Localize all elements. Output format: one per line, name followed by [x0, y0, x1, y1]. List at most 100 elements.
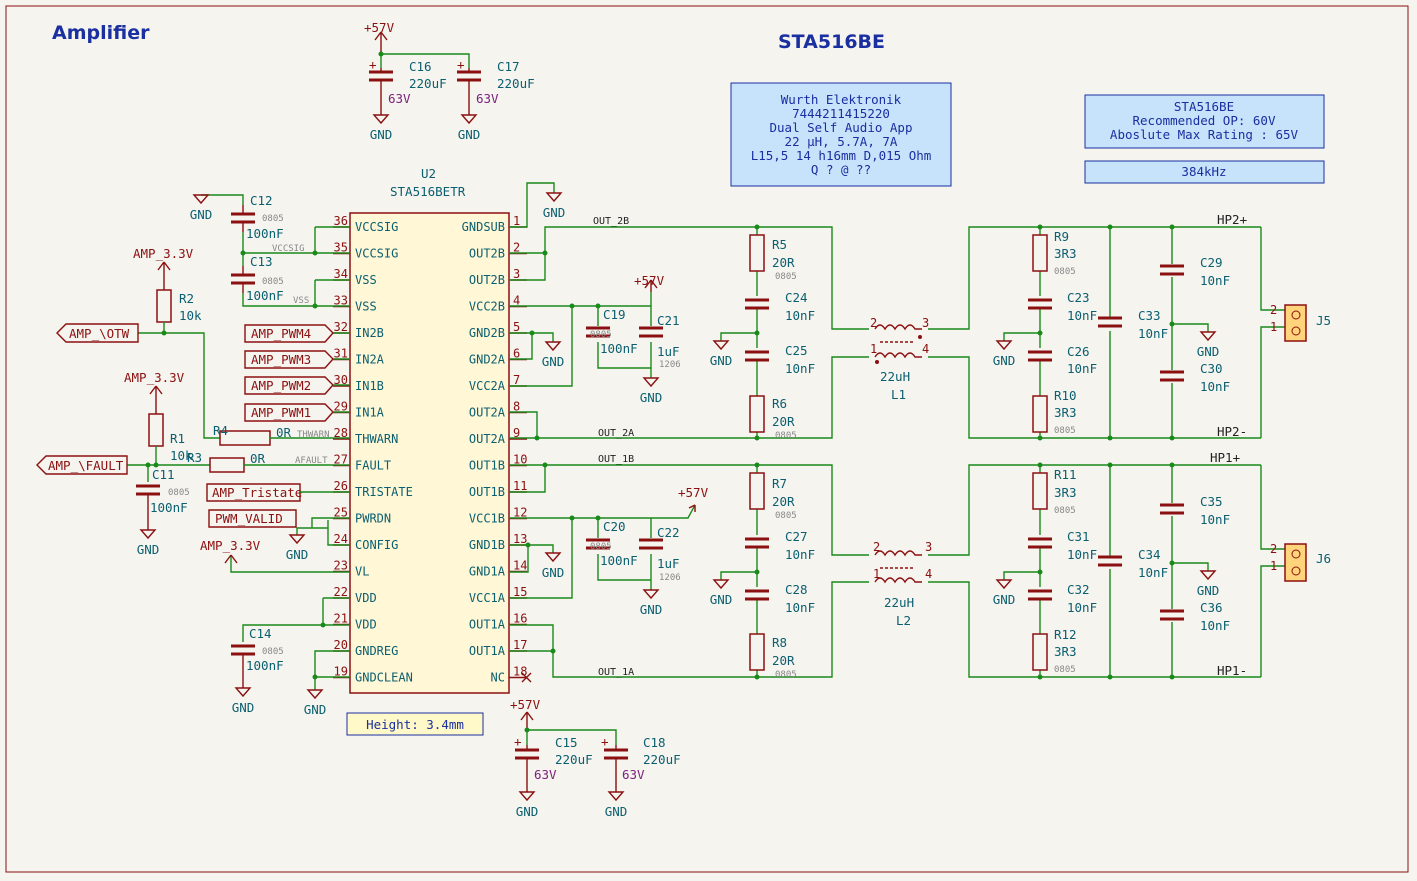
ic-pin-number: 22: [334, 585, 348, 599]
gnd-symbol: [1199, 331, 1217, 342]
svg-text:100nF: 100nF: [246, 658, 284, 673]
svg-text:OUT_1A: OUT_1A: [598, 667, 634, 678]
bulk-caps-top: +57V + + C16 220uF 63V C17 220uF 63V: [364, 20, 535, 115]
svg-text:C14: C14: [249, 626, 272, 641]
svg-text:L1: L1: [891, 387, 906, 402]
ic-pin-name: GND2B: [469, 326, 505, 340]
gnd-symbol: [288, 534, 306, 545]
ic-pin-number: 21: [334, 612, 348, 626]
ic-pin-name: IN2A: [355, 353, 385, 367]
svg-text:3R3: 3R3: [1054, 405, 1077, 420]
svg-text:C24: C24: [785, 290, 808, 305]
svg-text:Dual Self Audio App: Dual Self Audio App: [770, 120, 913, 135]
svg-text:22 µH, 5.7A, 7A: 22 µH, 5.7A, 7A: [785, 134, 898, 149]
gnd-label: GND: [993, 592, 1016, 607]
svg-text:220uF: 220uF: [497, 76, 535, 91]
ic-pin-number: 15: [513, 585, 527, 599]
ic-pin-number: 27: [334, 453, 348, 467]
svg-text:+: +: [369, 57, 377, 72]
ic-pin-name: GND1A: [469, 565, 506, 579]
svg-text:1206: 1206: [659, 360, 681, 370]
svg-text:3R3: 3R3: [1054, 485, 1077, 500]
svg-text:C31: C31: [1067, 529, 1090, 544]
svg-text:2: 2: [870, 316, 877, 330]
svg-text:C20: C20: [603, 519, 626, 534]
gnd-symbol: [712, 579, 730, 590]
svg-text:10nF: 10nF: [1138, 565, 1168, 580]
gnd-label: GND: [542, 565, 565, 580]
ic-pin-name: OUT1B: [469, 459, 505, 473]
ic-pin-name: IN1A: [355, 406, 385, 420]
ic-pin-number: 2: [513, 241, 520, 255]
svg-text:1uF: 1uF: [657, 556, 680, 571]
svg-text:10nF: 10nF: [785, 308, 815, 323]
ic-pin-number: 29: [334, 400, 348, 414]
svg-text:10nF: 10nF: [1200, 618, 1230, 633]
svg-text:R8: R8: [772, 635, 787, 650]
ic-pin-name: VCCSIG: [355, 247, 398, 261]
ic-pin-name: VCC2A: [469, 379, 506, 393]
ic-pin-name: VDD: [355, 591, 377, 605]
svg-text:100nF: 100nF: [600, 553, 638, 568]
svg-text:2: 2: [873, 540, 880, 554]
svg-text:C32: C32: [1067, 582, 1090, 597]
gnd-label: GND: [232, 700, 255, 715]
svg-text:L2: L2: [896, 613, 911, 628]
gnd-label: GND: [1197, 583, 1220, 598]
svg-text:AFAULT: AFAULT: [295, 456, 328, 466]
connector-j5: 2 1 J5: [1270, 303, 1331, 342]
ic-pin-name: OUT1A: [469, 618, 506, 632]
ic-pin-number: 1: [513, 214, 520, 228]
svg-text:U2: U2: [421, 166, 436, 181]
ic-pin-name: OUT2B: [469, 247, 505, 261]
svg-text:3R3: 3R3: [1054, 246, 1077, 261]
svg-text:C25: C25: [785, 343, 808, 358]
ic-pin-number: 31: [334, 347, 348, 361]
ic-pin-number: 9: [513, 426, 520, 440]
ic-pin-name: FAULT: [355, 459, 391, 473]
svg-text:Q ? @ ??: Q ? @ ??: [811, 162, 871, 177]
ic-pin-name: IN2B: [355, 326, 384, 340]
svg-text:OUT_2A: OUT_2A: [598, 428, 634, 439]
svg-text:10nF: 10nF: [1067, 600, 1097, 615]
svg-text:+: +: [457, 57, 465, 72]
bulk-caps-bottom: +57V + + C15 220uF 63V C18 220uF 63V: [510, 697, 681, 792]
gnd-label: GND: [370, 127, 393, 142]
svg-text:THWARN: THWARN: [297, 430, 330, 440]
ic-pin-name: GNDREG: [355, 644, 398, 658]
ic-pin-number: 24: [334, 532, 348, 546]
gnd-label: GND: [1197, 344, 1220, 359]
svg-text:10nF: 10nF: [1067, 547, 1097, 562]
gnd-symbol: [139, 529, 157, 540]
svg-text:220uF: 220uF: [643, 752, 681, 767]
svg-text:J6: J6: [1316, 551, 1331, 566]
hier-labels: AMP_\OTW AMP_\FAULT AMP_PWM4 AMP_PWM3 AM…: [36, 323, 350, 528]
svg-text:10nF: 10nF: [785, 547, 815, 562]
gnd-symbol: [607, 791, 625, 802]
ic-pin-name: VSS: [355, 273, 377, 287]
svg-text:STA516BE: STA516BE: [1174, 99, 1234, 114]
sta-note: STA516BE Recommended OP: 60V Aboslute Ma…: [1084, 94, 1325, 149]
left-passives: C12 0805 100nF C13 0805 100nF VCCSIG VSS…: [124, 193, 350, 690]
svg-text:Recommended OP: 60V: Recommended OP: 60V: [1133, 113, 1276, 128]
ic-pin-name: OUT1A: [469, 644, 506, 658]
gnd-symbol: [544, 552, 562, 563]
gnd-label: GND: [304, 702, 327, 717]
svg-text:384kHz: 384kHz: [1181, 164, 1226, 179]
svg-text:AMP_PWM4: AMP_PWM4: [251, 326, 311, 341]
svg-text:R1: R1: [170, 431, 185, 446]
svg-text:Wurth Elektronik: Wurth Elektronik: [781, 92, 902, 107]
svg-text:C21: C21: [657, 313, 680, 328]
ic-pin-number: 25: [334, 506, 348, 520]
svg-text:C15: C15: [555, 735, 578, 750]
svg-text:4: 4: [925, 567, 932, 581]
snubber-ch1: R7 20R 0805 C27 10nF C28 10nF R8 20R 080…: [720, 462, 815, 680]
svg-text:R6: R6: [772, 396, 787, 411]
ic-pin-name: GND2A: [469, 353, 506, 367]
ic-pin-name: OUT2A: [469, 406, 506, 420]
svg-text:+57V: +57V: [364, 20, 395, 35]
svg-text:20R: 20R: [772, 414, 795, 429]
svg-text:0805: 0805: [775, 431, 797, 441]
svg-text:10k: 10k: [170, 448, 193, 463]
ic-pin-number: 3: [513, 267, 520, 281]
